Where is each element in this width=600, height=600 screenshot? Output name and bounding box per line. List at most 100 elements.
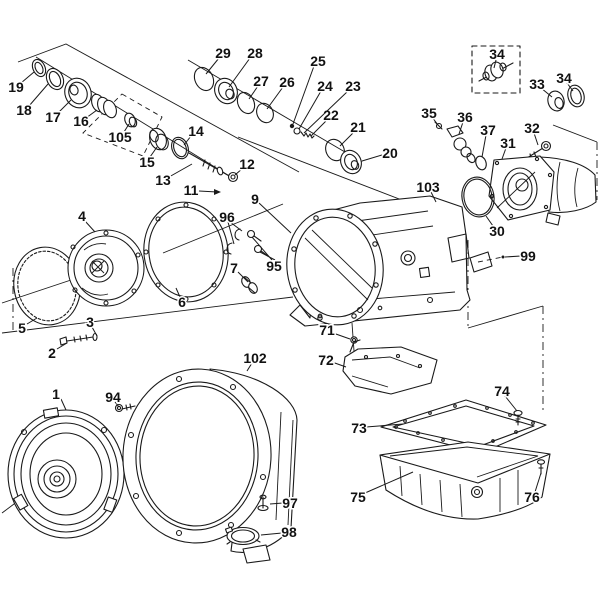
leader-line-73 (365, 423, 404, 428)
bolt-2 (59, 332, 98, 346)
check-valve-parts (226, 228, 269, 294)
callout-label-12-9: 12 (239, 156, 255, 172)
leader-line-25 (292, 65, 315, 125)
leader-line-34 (493, 59, 497, 69)
leader-line-30 (485, 215, 494, 227)
main-case (286, 195, 493, 327)
callout-label-74-39: 74 (494, 383, 510, 399)
leader-line-36 (458, 121, 464, 135)
bolt-76 (536, 459, 546, 475)
oil-pump-group (13, 201, 229, 346)
cup-plug-7 (241, 276, 258, 294)
leader-line-96 (227, 221, 235, 245)
leader-line-102 (246, 362, 253, 372)
leader-line-94 (114, 401, 120, 408)
callout-label-98-46: 98 (281, 524, 297, 540)
callout-label-1-0: 1 (52, 386, 60, 402)
callout-label-18-15: 18 (16, 102, 32, 118)
callout-label-31-28: 31 (500, 135, 516, 151)
accumulator-seal-parts-row (193, 66, 362, 175)
leader-line-27 (248, 85, 259, 100)
leader-line-75 (364, 471, 414, 494)
leader-line-72 (331, 361, 347, 368)
leader-line-7 (237, 271, 249, 283)
callout-label-19-16: 19 (8, 79, 24, 95)
callout-label-97-45: 97 (282, 495, 298, 511)
converter-housing (114, 368, 298, 564)
part-33-cup (547, 90, 565, 112)
callout-label-95-43: 95 (266, 258, 282, 274)
leader-line-24 (298, 90, 322, 130)
gasket-6 (143, 201, 229, 303)
callout-label-96-44: 96 (219, 209, 235, 225)
callout-label-23-20: 23 (345, 78, 361, 94)
callout-label-34-31: 34 (489, 46, 505, 62)
leader-line-17 (57, 99, 72, 114)
leader-arrowhead-11 (214, 189, 221, 195)
callout-label-11-8: 11 (184, 182, 199, 198)
callout-label-4-3: 4 (78, 208, 86, 224)
pan-gasket (380, 399, 547, 454)
callout-label-103-49: 103 (416, 179, 440, 195)
leader-line-21 (339, 131, 355, 147)
torque-converter (7, 407, 125, 539)
callout-layer: 1234567911121314151617181920212223242526… (7, 44, 574, 542)
callout-label-14-11: 14 (188, 123, 204, 139)
oil-pan (379, 409, 551, 520)
part-15-seal-cup (149, 127, 169, 151)
part-24-washer (293, 127, 301, 135)
leader-line-32 (533, 132, 539, 146)
callout-label-3-2: 3 (86, 314, 94, 330)
leader-line-22 (310, 119, 328, 137)
leader-line-18 (28, 83, 49, 107)
leader-line-99 (504, 255, 522, 258)
leader-line-29 (205, 57, 220, 75)
speed-sensor-group (434, 121, 552, 171)
callout-label-75-40: 75 (350, 489, 366, 505)
callout-label-6-5: 6 (178, 294, 186, 310)
leader-line-9 (258, 202, 292, 234)
rear-bearing-group (478, 61, 585, 112)
callout-label-17-14: 17 (45, 109, 61, 125)
callout-label-72-37: 72 (318, 352, 334, 368)
case-mount-pad (469, 251, 493, 273)
part-34-race (567, 84, 585, 108)
callout-label-76-41: 76 (524, 489, 540, 505)
part-16-ribbed-bushing (91, 93, 117, 119)
part-28-piston (214, 77, 238, 105)
converter-lug (103, 496, 118, 513)
part-20-seal (340, 149, 362, 175)
leader-line-6 (175, 287, 181, 298)
leader-line-1 (60, 398, 67, 411)
leader-line-97 (269, 502, 284, 505)
callout-label-71-36: 71 (319, 322, 335, 338)
oil-filter (342, 336, 438, 395)
callout-label-34-32: 34 (556, 70, 572, 86)
part-105-cup (124, 112, 138, 128)
callout-label-32-29: 32 (524, 120, 540, 136)
callout-label-13-10: 13 (155, 172, 171, 188)
leader-line-98 (260, 532, 283, 536)
callout-label-30-27: 30 (489, 223, 505, 239)
leader-line-95 (259, 251, 276, 261)
extension-housing (461, 155, 597, 226)
callout-label-20-17: 20 (382, 145, 398, 161)
bolt-32 (526, 140, 552, 160)
callout-label-28-25: 28 (247, 45, 263, 61)
callout-label-25-22: 25 (310, 53, 326, 69)
leader-line-13 (168, 163, 193, 178)
callout-label-29-26: 29 (215, 45, 231, 61)
callout-label-35-33: 35 (421, 105, 437, 121)
callout-label-22-19: 22 (323, 107, 339, 123)
sensor-36-connector (446, 125, 464, 138)
leader-line-96 (229, 221, 243, 232)
pin-97 (257, 494, 269, 512)
callout-label-9-7: 9 (251, 191, 259, 207)
part-25-ball (289, 123, 295, 129)
callout-label-15-12: 15 (139, 154, 155, 170)
callout-label-24-21: 24 (317, 78, 333, 94)
o-ring-37 (475, 155, 487, 171)
leader-line-19 (20, 71, 35, 84)
